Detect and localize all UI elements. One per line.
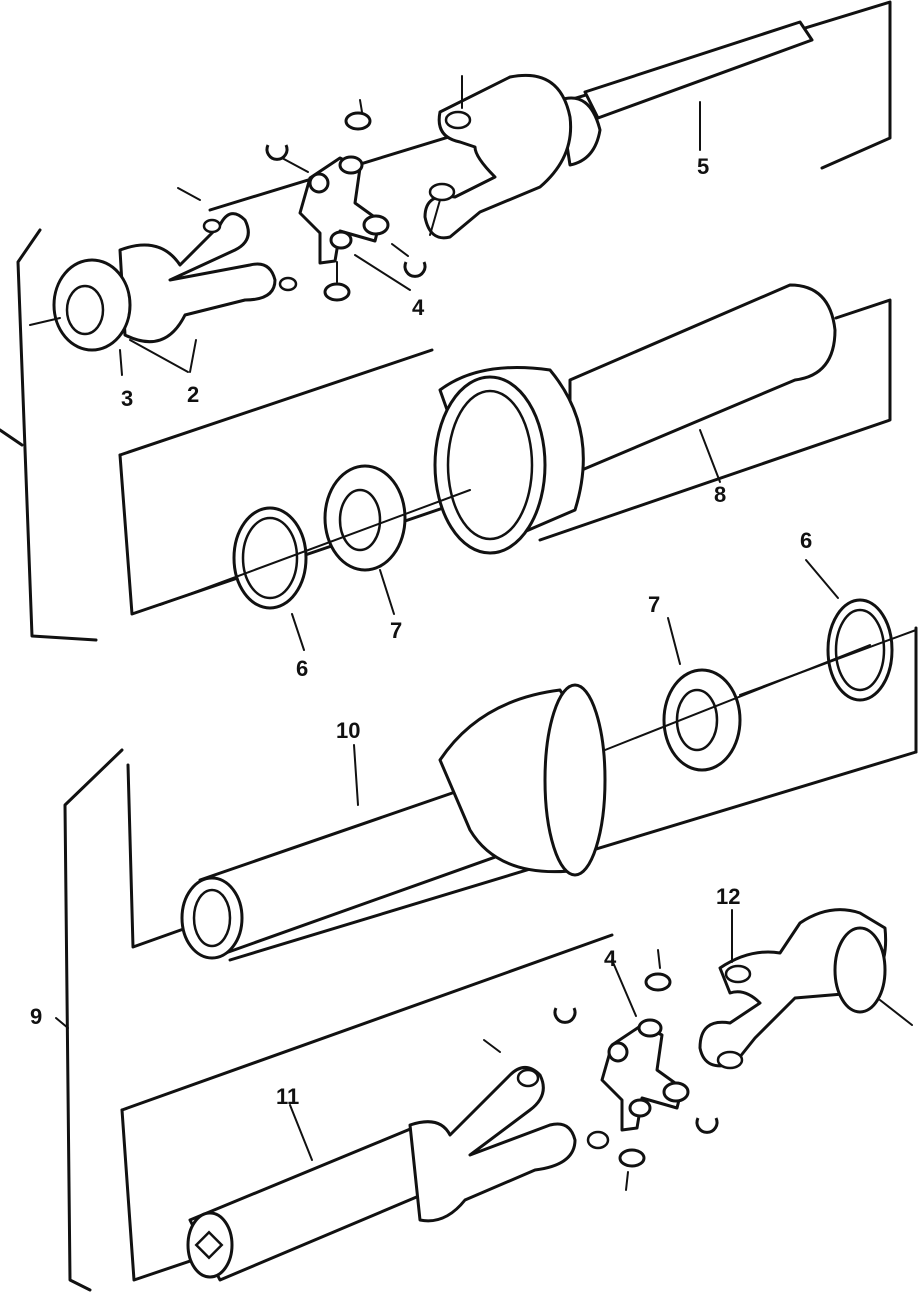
callout-2: 2 <box>187 382 199 407</box>
universal-joint-cross-bottom <box>553 949 719 1191</box>
callout-6-left: 6 <box>296 656 308 681</box>
callout-3: 3 <box>121 386 133 411</box>
callout-12: 12 <box>716 884 740 909</box>
lower-yoke-part-11 <box>120 933 614 1282</box>
callout-11: 11 <box>276 1084 299 1109</box>
universal-joint-cross-top <box>265 99 427 302</box>
inner-tube-part-10 <box>180 683 607 960</box>
outer-tube-part-8 <box>118 283 892 616</box>
yoke-part-2-and-hub-3 <box>29 187 298 376</box>
callout-7-right: 7 <box>648 592 660 617</box>
callout-9: 9 <box>30 1004 42 1029</box>
callout-10: 10 <box>336 718 360 743</box>
shaft-part-5 <box>423 20 814 240</box>
callout-7-left: 7 <box>390 618 402 643</box>
seal-rings-left <box>159 464 471 651</box>
yoke-part-12 <box>698 908 913 1070</box>
callout-6-right: 6 <box>800 528 812 553</box>
seal-rings-right <box>599 559 894 772</box>
callout-4-bottom: 4 <box>604 946 617 971</box>
callout-8: 8 <box>714 482 726 507</box>
callout-labels: 2 3 4 5 6 6 7 7 8 9 10 11 12 4 <box>30 154 812 1109</box>
callout-5: 5 <box>697 154 709 179</box>
callout-4-top: 4 <box>412 295 425 320</box>
